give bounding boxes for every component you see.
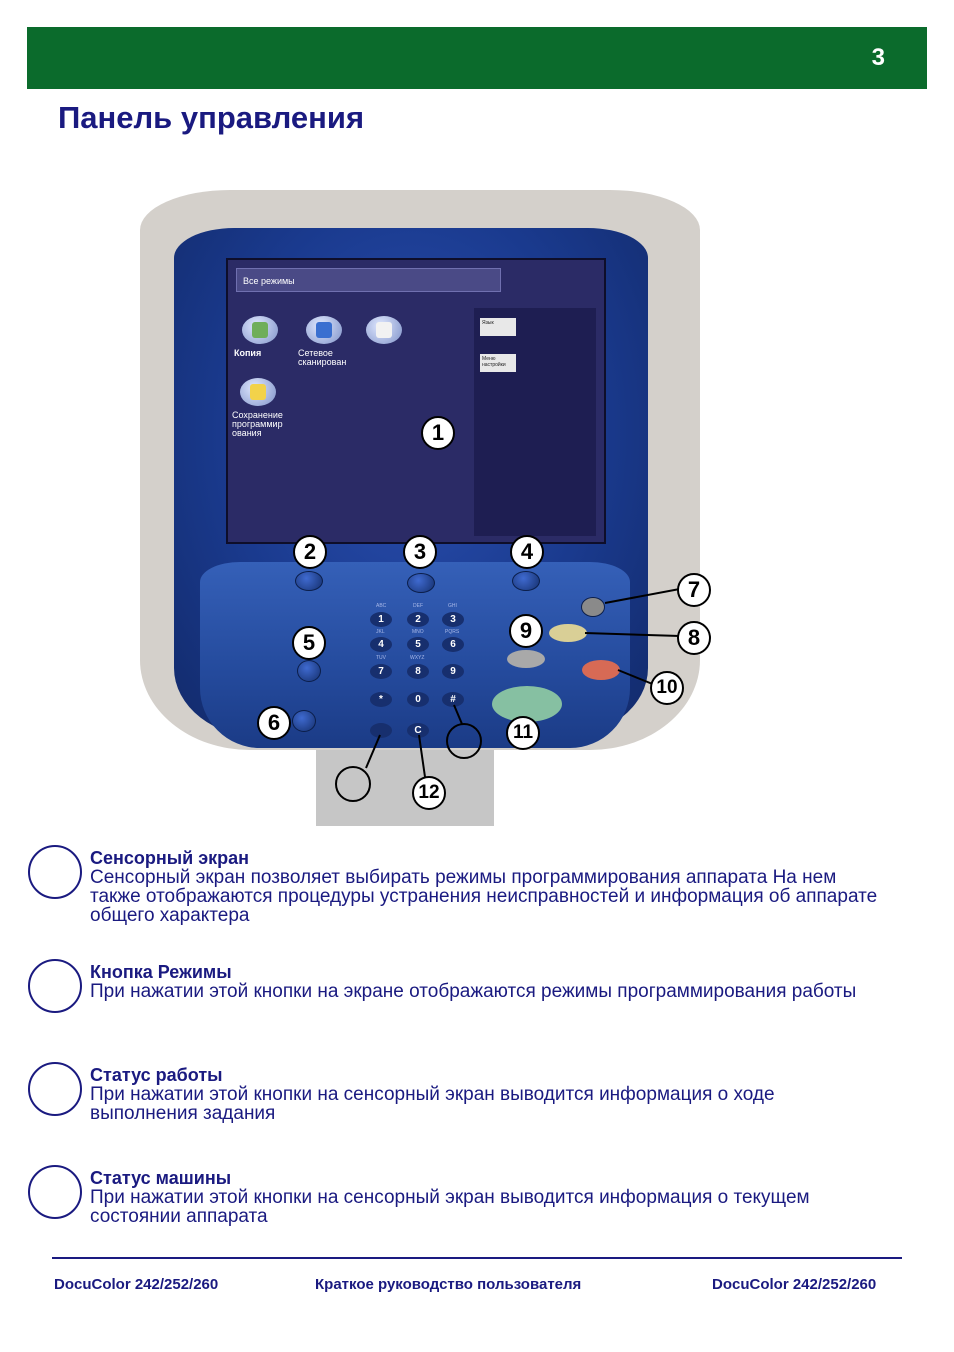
footer-left: DocuColor 242/252/260 xyxy=(54,1276,219,1293)
setup-menu-button[interactable]: Меню настройки xyxy=(480,354,516,372)
callout-1: 1 xyxy=(421,416,455,450)
clear-all-button[interactable] xyxy=(297,660,321,682)
network-scan-icon xyxy=(306,316,342,344)
page-number: 3 xyxy=(871,44,885,71)
item-text: Сенсорный экран позволяет выбирать режим… xyxy=(90,867,878,926)
key-9[interactable]: 9 xyxy=(442,664,464,679)
header-bar: 3 xyxy=(27,27,927,89)
item-marker xyxy=(28,845,82,899)
interrupt-button[interactable] xyxy=(292,710,316,732)
item-title: Статус работы xyxy=(90,1065,223,1085)
callout-7: 7 xyxy=(677,573,711,607)
key-8[interactable]: 8 xyxy=(407,664,429,679)
control-panel-illustration: Все режимы Копия Сетевое сканирован Сохр… xyxy=(140,190,711,830)
folder-icon xyxy=(240,378,276,406)
all-services-tab[interactable]: Все режимы xyxy=(236,268,501,292)
email-icon xyxy=(366,316,402,344)
callout-4: 4 xyxy=(510,535,544,569)
app-network-scan[interactable]: Сетевое сканирован xyxy=(298,316,368,367)
key-label-tuv: TUV xyxy=(376,655,386,661)
power-button[interactable] xyxy=(581,597,605,617)
key-label-jkl: JKL xyxy=(376,629,385,635)
callout-8: 8 xyxy=(677,621,711,655)
copy-icon xyxy=(242,316,278,344)
callout-12: 12 xyxy=(412,776,446,810)
callout-leader-lines xyxy=(365,587,686,778)
callout-5: 5 xyxy=(292,626,326,660)
stop-button[interactable] xyxy=(582,660,620,680)
app-email[interactable] xyxy=(358,316,428,349)
item-text: При нажатии этой кнопки на сенсорный экр… xyxy=(90,1187,810,1227)
item-text: При нажатии этой кнопки на сенсорный экр… xyxy=(90,1084,775,1124)
footer-right: DocuColor 242/252/260 xyxy=(712,1276,877,1293)
item-title: Кнопка Режимы xyxy=(90,962,232,982)
callout-ring-pause xyxy=(335,766,371,802)
key-label-def: DEF xyxy=(413,603,423,609)
app-save-programming[interactable]: Сохранение программир ования xyxy=(232,378,302,438)
item-text: При нажатии этой кнопки на экране отобра… xyxy=(90,981,857,1002)
item-marker xyxy=(28,1062,82,1116)
key-4[interactable]: 4 xyxy=(370,637,392,652)
language-button[interactable]: Язык xyxy=(480,318,516,336)
key-hash[interactable]: # xyxy=(442,692,464,707)
callout-11: 11 xyxy=(506,716,540,750)
callout-ring-hash xyxy=(446,723,482,759)
key-1[interactable]: 1 xyxy=(370,612,392,627)
log-in-out-button[interactable] xyxy=(507,650,545,668)
machine-status-button[interactable] xyxy=(512,571,540,591)
key-7[interactable]: 7 xyxy=(370,664,392,679)
key-0[interactable]: 0 xyxy=(407,692,429,707)
item-marker xyxy=(28,959,82,1013)
services-button[interactable] xyxy=(295,571,323,591)
key-label-pqrs: PQRS xyxy=(445,629,460,635)
key-clear[interactable]: C xyxy=(407,723,429,738)
callout-10: 10 xyxy=(650,671,684,705)
item-title: Сенсорный экран xyxy=(90,848,250,868)
key-label-ghi: GHI xyxy=(448,603,457,609)
key-2[interactable]: 2 xyxy=(407,612,429,627)
job-status-button[interactable] xyxy=(407,573,435,593)
item-marker xyxy=(28,1165,82,1219)
footer-center: Краткое руководство пользователя xyxy=(315,1276,582,1293)
page-title: Панель управления xyxy=(58,100,365,135)
touch-screen[interactable]: Все режимы Копия Сетевое сканирован Сохр… xyxy=(226,258,606,544)
screen-side-panel: Язык Меню настройки xyxy=(474,308,596,536)
key-label-abc: ABC xyxy=(376,603,387,609)
callout-3: 3 xyxy=(403,535,437,569)
app-copy[interactable]: Копия xyxy=(234,316,304,358)
key-star[interactable]: * xyxy=(370,692,392,707)
callout-9: 9 xyxy=(509,614,543,648)
key-6[interactable]: 6 xyxy=(442,637,464,652)
key-pause[interactable] xyxy=(370,723,392,738)
callout-6: 6 xyxy=(257,706,291,740)
key-3[interactable]: 3 xyxy=(442,612,464,627)
footer-rule xyxy=(52,1257,902,1259)
key-5[interactable]: 5 xyxy=(407,637,429,652)
key-label-wxyz: WXYZ xyxy=(410,655,425,661)
callout-2: 2 xyxy=(293,535,327,569)
language-hard-button[interactable] xyxy=(549,624,587,642)
key-label-mno: MNO xyxy=(412,629,424,635)
item-title: Статус машины xyxy=(90,1168,232,1188)
